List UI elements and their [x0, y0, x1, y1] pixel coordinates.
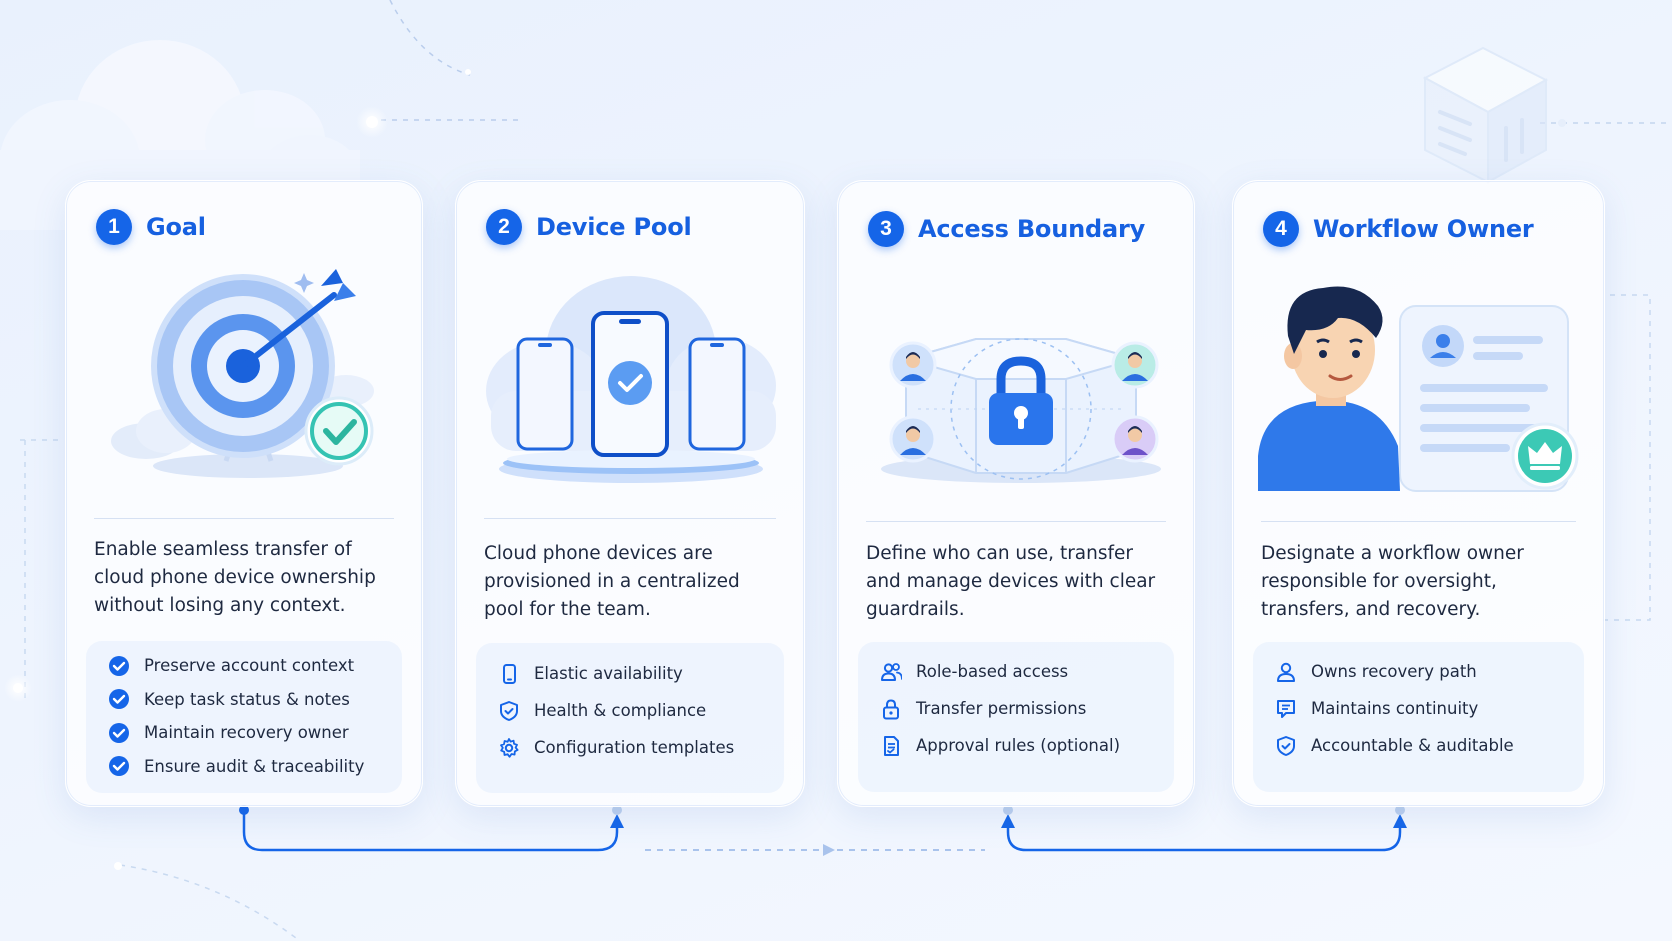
list-item: Maintain recovery owner — [108, 716, 402, 750]
check-circle-icon — [108, 755, 130, 777]
step-number-badge: 3 — [868, 211, 904, 247]
card-description: Define who can use, transfer and manage … — [866, 543, 1156, 620]
target-illustration — [111, 269, 374, 478]
card-description: Enable seamless transfer of cloud phone … — [94, 539, 376, 616]
card-header: 1 Goal — [96, 209, 206, 245]
card-goal: 1 Goal Enable seamless transfer of cloud… — [65, 180, 423, 807]
card-title: Device Pool — [536, 213, 692, 241]
card-header: 2 Device Pool — [486, 209, 692, 245]
flow-connector — [242, 810, 1402, 852]
list-item-label: Role-based access — [916, 662, 1069, 681]
list-item-label: Ensure audit & traceability — [144, 756, 365, 776]
check-circle-icon — [108, 722, 130, 744]
users-icon — [880, 661, 902, 683]
feature-list: Owns recovery path Maintains continuity … — [1253, 642, 1584, 792]
list-item: Health & compliance — [498, 692, 784, 729]
list-item-label: Transfer permissions — [916, 699, 1087, 718]
feature-list: Role-based access Transfer permissions A… — [858, 642, 1174, 792]
avatar-icon — [1111, 341, 1159, 389]
card-header: 4 Workflow Owner — [1263, 211, 1534, 247]
list-item-label: Keep task status & notes — [144, 689, 350, 709]
step-number-badge: 4 — [1263, 211, 1299, 247]
shield-check-icon — [498, 700, 520, 722]
card-device-pool: 2 Device Pool Cloud phone devices are pr… — [455, 180, 805, 807]
list-item: Preserve account context — [108, 649, 402, 683]
document-icon — [880, 735, 902, 757]
step-number-badge: 1 — [96, 209, 132, 245]
access-boundary-illustration — [881, 338, 1161, 483]
user-icon — [1275, 661, 1297, 683]
list-item: Configuration templates — [498, 729, 784, 766]
card-title: Workflow Owner — [1313, 215, 1534, 243]
card-description: Designate a workflow owner responsible f… — [1261, 543, 1524, 620]
feature-list: Elastic availability Health & compliance… — [476, 643, 784, 793]
card-workflow-owner: 4 Workflow Owner Designate a workflow ow… — [1232, 180, 1605, 807]
shield-check-icon — [1275, 735, 1297, 757]
list-item: Role-based access — [880, 653, 1174, 690]
card-title: Goal — [146, 213, 206, 241]
feature-list: Preserve account context Keep task statu… — [86, 641, 402, 793]
list-item-label: Maintain recovery owner — [144, 723, 349, 743]
list-item: Transfer permissions — [880, 690, 1174, 727]
card-access-boundary: 3 Access Boundary — [837, 180, 1195, 807]
divider — [484, 518, 776, 519]
list-item: Maintains continuity — [1275, 690, 1584, 727]
avatar-icon — [889, 415, 937, 463]
workflow-owner-illustration — [1258, 286, 1579, 492]
device-pool-illustration — [486, 276, 776, 483]
gear-icon — [498, 737, 520, 759]
list-item: Owns recovery path — [1275, 653, 1584, 690]
list-item-label: Accountable & auditable — [1311, 736, 1514, 755]
list-item-label: Preserve account context — [144, 656, 355, 676]
avatar-icon — [1111, 415, 1159, 463]
divider — [866, 521, 1166, 522]
card-title: Access Boundary — [918, 215, 1146, 243]
lock-icon — [880, 698, 902, 720]
avatar-icon — [889, 341, 937, 389]
list-item: Accountable & auditable — [1275, 727, 1584, 764]
list-item-label: Owns recovery path — [1311, 662, 1477, 681]
card-description: Cloud phone devices are provisioned in a… — [484, 543, 740, 620]
message-icon — [1275, 698, 1297, 720]
card-header: 3 Access Boundary — [868, 211, 1145, 247]
list-item-label: Maintains continuity — [1311, 699, 1479, 718]
list-item: Ensure audit & traceability — [108, 750, 402, 784]
divider — [1261, 521, 1576, 522]
list-item-label: Configuration templates — [534, 738, 735, 757]
cube-decoration — [1422, 46, 1549, 184]
list-item: Approval rules (optional) — [880, 727, 1174, 764]
check-circle-icon — [108, 688, 130, 710]
divider — [94, 518, 394, 519]
list-item-label: Elastic availability — [534, 664, 683, 683]
step-number-badge: 2 — [486, 209, 522, 245]
list-item-label: Health & compliance — [534, 701, 707, 720]
phone-icon — [498, 663, 520, 685]
list-item: Elastic availability — [498, 655, 784, 692]
list-item: Keep task status & notes — [108, 683, 402, 717]
list-item-label: Approval rules (optional) — [916, 736, 1121, 755]
check-circle-icon — [108, 655, 130, 677]
